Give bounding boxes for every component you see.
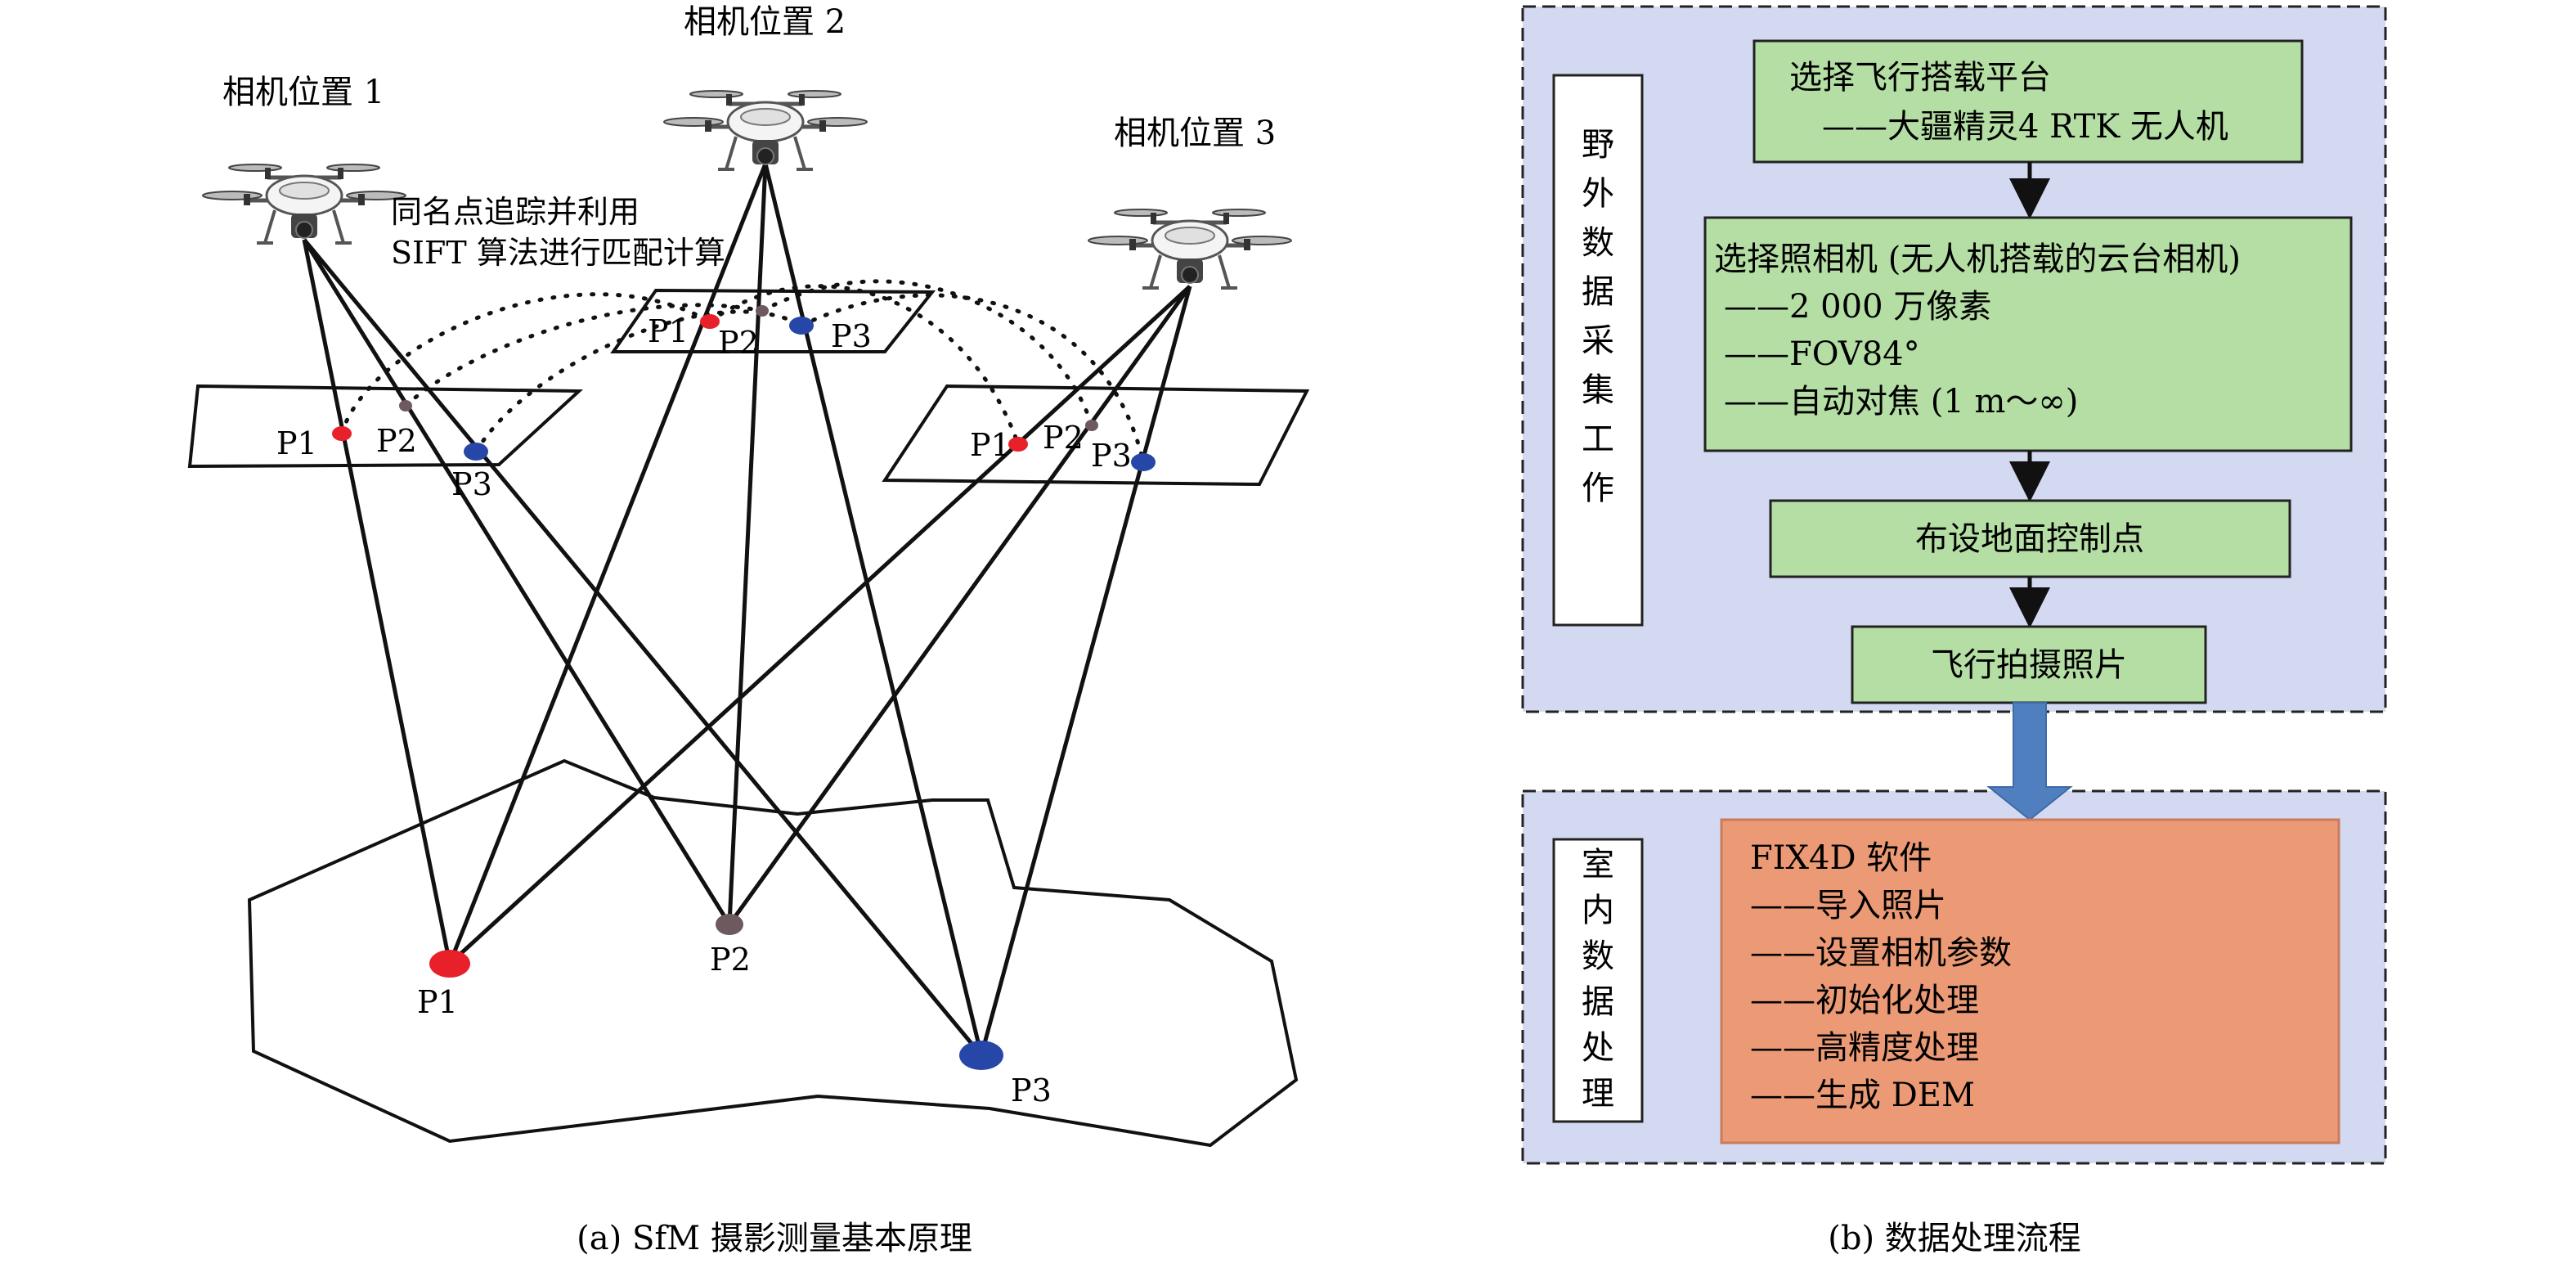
svg-text:内: 内	[1582, 892, 1614, 929]
step-camera-detail-1: ——2 000 万像素	[1724, 288, 1991, 326]
step-software-detail-5: ——生成 DEM	[1750, 1077, 1975, 1114]
ground-point-p2	[716, 914, 743, 935]
step-software-title: FIX4D 软件	[1750, 839, 1932, 877]
field-label: 野 外 数 据 采 集 工 作	[1582, 126, 1614, 507]
ground-outline	[247, 758, 1299, 1148]
svg-text:据: 据	[1582, 983, 1614, 1021]
svg-text:室: 室	[1582, 846, 1614, 884]
plane2-point-p3	[789, 317, 814, 335]
step-camera-detail-3: ——自动对焦 (1 m～∞)	[1724, 383, 2078, 420]
step-platform-box	[1752, 39, 2304, 164]
plane3-point-p1	[1008, 437, 1028, 452]
indoor-label: 室 内 数 据 处 理	[1582, 846, 1614, 1113]
ground-points	[429, 914, 1003, 1070]
plane2-label-p1: P1	[648, 313, 689, 349]
svg-text:外: 外	[1582, 175, 1614, 213]
image-points	[332, 305, 1156, 471]
annotation-line-2: SIFT 算法进行匹配计算	[391, 235, 725, 271]
camera-label-3: 相机位置 3	[1114, 115, 1276, 152]
step-gcp-label: 布设地面控制点	[1915, 520, 2144, 558]
image-plane-1	[187, 384, 584, 469]
ground-label-p1: P1	[417, 984, 458, 1020]
svg-text:据: 据	[1582, 273, 1614, 311]
caption-a: (a) SfM 摄影测量基本原理	[577, 1220, 972, 1257]
transition-arrow	[1986, 702, 2073, 821]
svg-text:数: 数	[1582, 224, 1614, 262]
step-software-detail-4: ——高精度处理	[1750, 1029, 1979, 1067]
field-label-box	[1552, 74, 1644, 627]
svg-text:理: 理	[1582, 1075, 1614, 1113]
caption-b: (b) 数据处理流程	[1828, 1220, 2081, 1257]
step-platform-detail: ——大疆精灵4 RTK 无人机	[1822, 108, 2228, 146]
drone-icon	[203, 164, 406, 243]
camera-label-2: 相机位置 2	[684, 3, 846, 41]
plane3-label-p3: P3	[1091, 438, 1132, 474]
plane1-label-p2: P2	[376, 423, 417, 459]
step-software-box	[1720, 818, 2340, 1144]
plane2-point-p2	[756, 305, 769, 317]
plane3-point-p3	[1131, 453, 1156, 471]
tracking-arcs	[339, 279, 1146, 465]
step-platform-title: 选择飞行搭载平台	[1789, 59, 2051, 97]
svg-text:作: 作	[1582, 470, 1614, 507]
ground-label-p3: P3	[1011, 1072, 1052, 1108]
step-camera-detail-2: ——FOV84°	[1724, 335, 1920, 373]
svg-text:采: 采	[1582, 322, 1614, 360]
sfm-diagram: 相机位置 1 相机位置 2 相机位置 3 同名点追踪并利用 SIFT 算法进行匹…	[187, 3, 1310, 1257]
plane2-label-p3: P3	[831, 318, 872, 354]
svg-text:工: 工	[1582, 420, 1614, 458]
plane3-point-p2	[1085, 420, 1098, 431]
annotation-line-1: 同名点追踪并利用	[391, 194, 640, 230]
image-plane-3	[882, 384, 1310, 487]
flowchart: 野 外 数 据 采 集 工 作 室 内 数 据 处 理 选择飞行搭载平台 ——大…	[1521, 5, 2387, 1257]
ground-label-p2: P2	[710, 942, 751, 978]
plane3-label-p2: P2	[1043, 420, 1084, 456]
step-software-detail-1: ——导入照片	[1750, 887, 1946, 924]
step-flight-box	[1851, 625, 2207, 704]
drone-icon	[1088, 209, 1291, 288]
projection-rays	[302, 163, 1192, 1057]
plane3-label-p1: P1	[970, 427, 1011, 463]
svg-text:处: 处	[1582, 1029, 1614, 1067]
svg-text:数: 数	[1582, 938, 1614, 975]
ground-point-p3	[959, 1041, 1003, 1070]
step-camera-box	[1703, 216, 2353, 452]
ground-point-p1	[429, 950, 470, 978]
plane1-point-p1	[332, 426, 352, 441]
svg-text:野: 野	[1582, 126, 1614, 164]
plane2-point-p1	[700, 314, 720, 329]
step-flight-label: 飞行拍摄照片	[1931, 646, 2127, 684]
plane2-label-p2: P2	[718, 325, 759, 361]
step-software-detail-2: ——设置相机参数	[1750, 934, 2012, 972]
plane1-label-p3: P3	[451, 466, 492, 502]
step-software-detail-3: ——初始化处理	[1750, 982, 1979, 1019]
plane1-point-p2	[399, 400, 412, 411]
plane1-label-p1: P1	[276, 425, 317, 461]
camera-label-1: 相机位置 1	[222, 74, 384, 111]
indoor-label-box	[1552, 838, 1644, 1123]
step-camera-title: 选择照相机 (无人机搭载的云台相机)	[1714, 241, 2241, 278]
step-gcp-box	[1769, 499, 2291, 578]
svg-text:集: 集	[1582, 371, 1614, 409]
plane1-point-p3	[464, 443, 488, 461]
drone-icon	[664, 91, 867, 169]
image-plane-2	[610, 288, 936, 353]
